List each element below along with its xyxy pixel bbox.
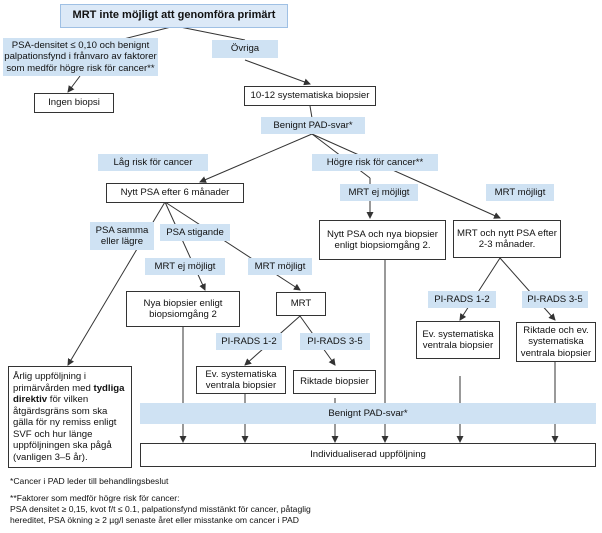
arlig-uppfoljning-box: Årlig uppföljning i primärvården med tyd… [8, 366, 132, 468]
riktade-box: Riktade biopsier [293, 370, 376, 394]
mrt-mojligt-right-label: MRT möjligt [486, 184, 554, 201]
ovriga-label: Övriga [212, 40, 278, 58]
nytt-psa-nya-box: Nytt PSA och nya biopsier enligt biopsio… [319, 220, 446, 260]
pirads-12-right-label: PI-RADS 1-2 [428, 291, 496, 308]
riktade-ev-box: Riktade och ev. systematiska ventrala bi… [516, 322, 596, 362]
footnote-risk-heading: **Faktorer som medför högre risk för can… [10, 493, 180, 503]
nya-biopsier-box: Nya biopsier enligt biopsiomgång 2 [126, 291, 240, 327]
pirads-12-mid-label: PI-RADS 1-2 [216, 333, 282, 350]
ingen-biopsi-box: Ingen biopsi [34, 93, 114, 113]
individualiserad-box: Individualiserad uppföljning [140, 443, 596, 467]
title-box: MRT inte möjligt att genomföra primärt [60, 4, 288, 28]
psa-samma-label: PSA samma eller lägre [90, 222, 154, 250]
ev-syst-right-box: Ev. systematiska ventrala biopsier [416, 321, 500, 359]
ev-syst-mid-box: Ev. systematiska ventrala biopsier [196, 366, 286, 394]
pirads-35-mid-label: PI-RADS 3-5 [300, 333, 370, 350]
mrt-box: MRT [276, 292, 326, 316]
benignt-pad-label-1: Benignt PAD-svar* [261, 117, 365, 134]
psa-low-condition: PSA-densitet ≤ 0,10 och benignt palpatio… [3, 38, 158, 76]
hogre-risk-label: Högre risk för cancer** [312, 154, 438, 171]
lag-risk-label: Låg risk för cancer [98, 154, 208, 171]
pirads-35-right-label: PI-RADS 3-5 [522, 291, 588, 308]
mrt-nytt-psa-box: MRT och nytt PSA efter 2-3 månader. [453, 220, 561, 258]
systematiska-box: 10-12 systematiska biopsier [244, 86, 376, 106]
mrt-mojligt-mid-label: MRT möjligt [248, 258, 312, 275]
nytt-psa-6-box: Nytt PSA efter 6 månader [106, 183, 244, 203]
benignt-pad-label-2: Benignt PAD-svar* [140, 403, 596, 424]
footnote-risk-line-2: hereditet, PSA ökning ≥ 2 µg/l senaste å… [10, 515, 299, 525]
footnote-cancer: *Cancer i PAD leder till behandlingsbesl… [10, 476, 169, 486]
psa-stigande-label: PSA stigande [160, 224, 230, 241]
mrt-ej-mojligt-right-label: MRT ej möjligt [340, 184, 418, 201]
footnote-risk-line-1: PSA densitet ≥ 0,15, kvot f/t ≤ 0.1, pal… [10, 504, 311, 514]
mrt-ej-mojligt-mid-label: MRT ej möjligt [145, 258, 225, 275]
